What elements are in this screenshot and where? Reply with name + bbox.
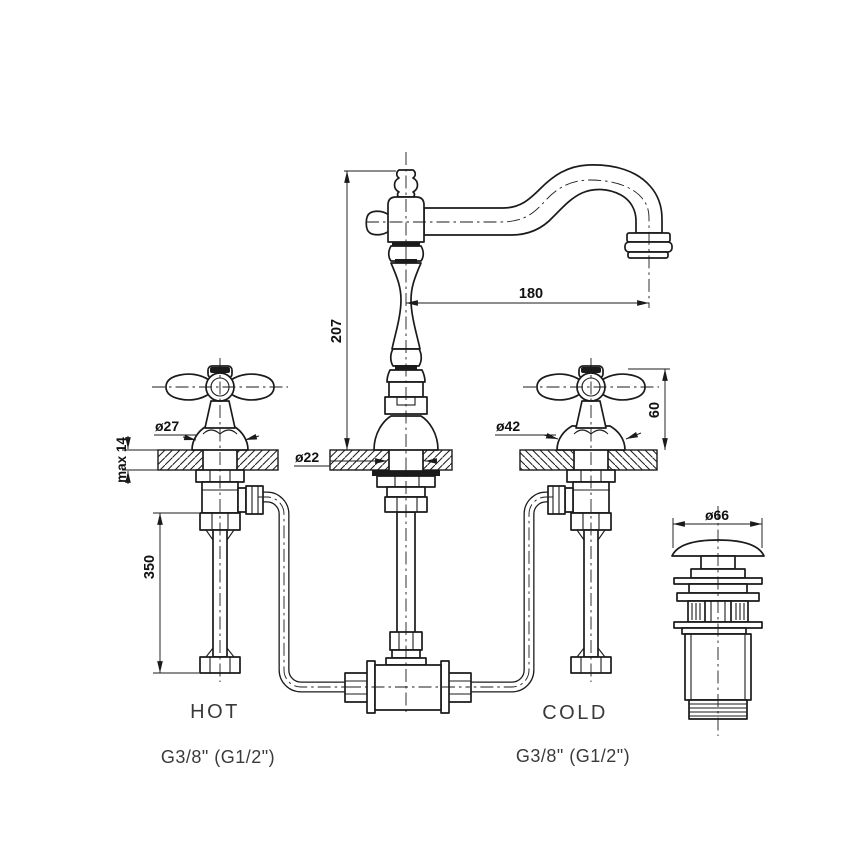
cold-connection-label: G3/8" (G1/2") [516,746,630,766]
dimension-spout-height: 207 [329,170,396,450]
dimension-cold-handle-diameter: ø42 [495,418,642,440]
cold-supply-hose [468,491,549,693]
tee-body [374,664,442,711]
hot-hose-fitting [245,485,264,515]
hot-supply-hose [262,491,348,693]
hot-connection-label: G3/8" (G1/2") [161,747,275,767]
spout-body-block [387,196,425,243]
dim-spout-height-text: 207 [329,319,345,343]
aerator-flange [626,232,671,243]
dim-spout-reach-text: 180 [519,286,543,302]
dimension-spout-reach: 180 [406,286,649,306]
dimension-supply-tube-length: 350 [142,512,199,674]
tee-left-nut [344,672,369,703]
dimension-handle-height: 60 [628,368,670,450]
cold-label: COLD [542,702,608,724]
dimension-drain-cap-diameter: ø66 [672,507,763,548]
deck-washer [372,470,440,476]
column-base-bell [373,415,439,451]
tee-connector [344,631,472,714]
dim-handle-height-text: 60 [647,402,663,418]
dimension-max-deck-thickness: max 14 [114,436,158,484]
hot-label: HOT [190,701,240,723]
aerator-outlet [627,251,669,259]
tee-right-nut [447,672,472,703]
dimension-hot-handle-diameter: ø27 [154,418,260,441]
dim-cold-handle-dia-text: ø42 [496,418,520,434]
centerlines [152,152,719,736]
text-labels: HOT COLD G3/8" (G1/2") G3/8" (G1/2") [161,701,630,767]
dim-drain-cap-text: ø66 [705,507,729,523]
dim-hole-dia-text: ø22 [295,449,319,465]
backflow-knob [365,210,390,236]
cold-hose-fitting [547,485,566,515]
dim-hot-handle-dia-text: ø27 [155,418,179,434]
spout-and-column [365,164,673,472]
drain-body [684,633,752,701]
aerator-ring [624,241,673,253]
dim-max-deck-text: max 14 [114,437,129,483]
spout-tube [423,164,663,236]
dim-tube-length-text: 350 [142,555,158,579]
dimension-mounting-hole-diameter: ø22 [294,449,437,467]
